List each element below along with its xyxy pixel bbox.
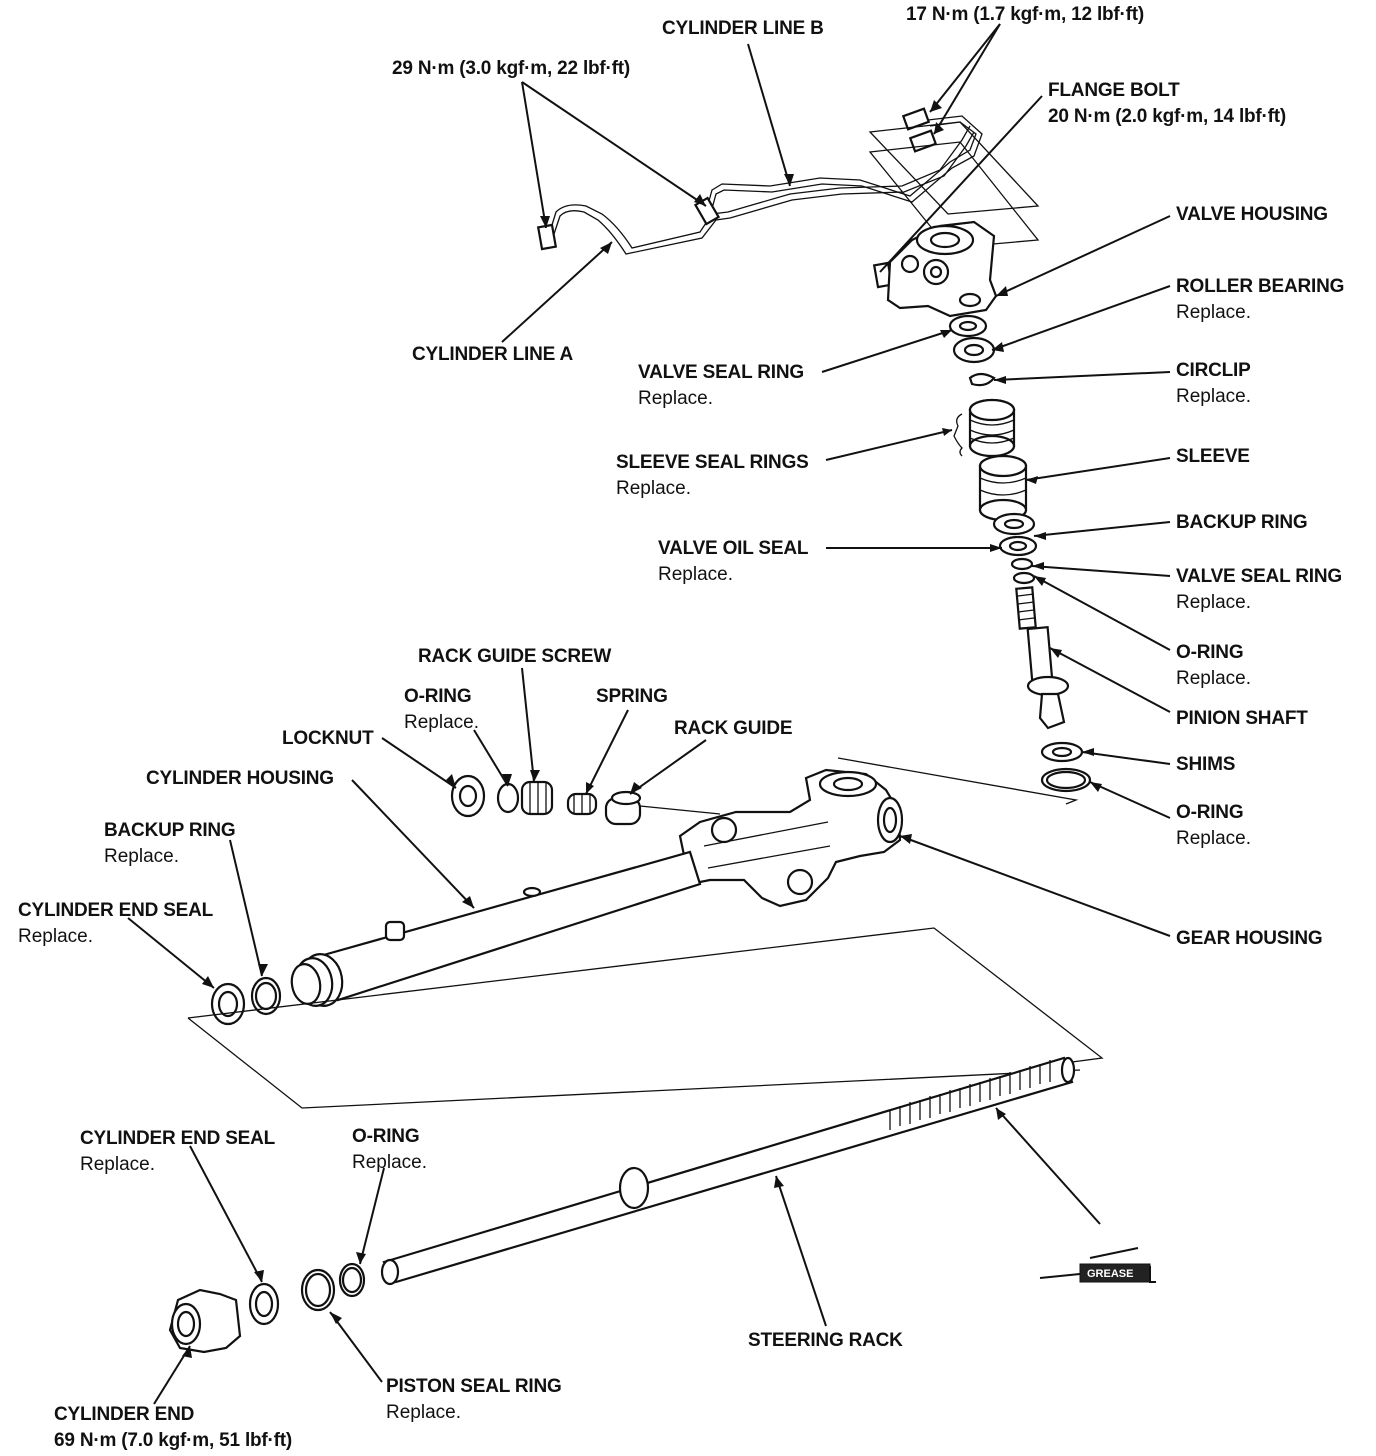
label-shims: SHIMS [1176, 754, 1236, 775]
label-roller-bearing: ROLLER BEARING Replace. [1176, 276, 1345, 323]
grease-symbol: GREASE [1039, 1247, 1156, 1283]
valve-housing-part [886, 220, 998, 318]
label-cylinder-end-seal-1: CYLINDER END SEAL Replace. [18, 900, 214, 947]
label-rack-guide: RACK GUIDE [674, 718, 793, 739]
rack-guide-assembly [450, 774, 721, 826]
label-o-ring-rack: O-RING Replace. [352, 1126, 427, 1173]
label-torque-29: 29 N·m (3.0 kgf·m, 22 lbf·ft) [392, 58, 631, 79]
label-valve-oil-seal: VALVE OIL SEAL Replace. [658, 538, 809, 585]
circlip-part [968, 372, 996, 387]
label-cylinder-end-seal-2: CYLINDER END SEAL Replace. [80, 1128, 276, 1175]
label-valve-seal-ring-2: VALVE SEAL RING Replace. [1176, 566, 1342, 613]
valve-plane-1 [868, 121, 1040, 215]
leader-lines [127, 23, 1171, 1405]
grease-text: GREASE [1087, 1268, 1133, 1280]
label-o-ring-pinion: O-RING Replace. [1176, 642, 1251, 689]
label-cylinder-line-b: CYLINDER LINE B [662, 18, 824, 39]
label-piston-seal-ring: PISTON SEAL RING Replace. [386, 1376, 562, 1423]
pinion-shaft-part [1015, 586, 1070, 730]
label-valve-seal-ring-1: VALVE SEAL RING Replace. [638, 362, 804, 409]
cylinder-end-part [168, 1288, 242, 1354]
label-o-ring-shims: O-RING Replace. [1176, 802, 1251, 849]
label-rack-guide-screw: RACK GUIDE SCREW [418, 646, 612, 667]
label-cylinder-end: CYLINDER END 69 N·m (7.0 kgf·m, 51 lbf·f… [54, 1404, 293, 1451]
label-valve-housing: VALVE HOUSING [1176, 204, 1328, 225]
gear-housing-part [678, 768, 904, 908]
valve-plane-2 [868, 141, 1040, 249]
label-backup-ring-2: BACKUP RING Replace. [104, 820, 236, 867]
sleeve-seal-rings-part [953, 398, 1016, 458]
label-sleeve-seal-rings: SLEEVE SEAL RINGS Replace. [616, 452, 809, 499]
label-sleeve: SLEEVE [1176, 446, 1250, 467]
label-torque-17: 17 N·m (1.7 kgf·m, 12 lbf·ft) [906, 4, 1145, 25]
label-o-ring-guide: O-RING Replace. [404, 686, 479, 733]
label-steering-rack: STEERING RACK [748, 1330, 903, 1351]
label-cylinder-housing: CYLINDER HOUSING [146, 768, 334, 789]
label-backup-ring-1: BACKUP RING [1176, 512, 1308, 533]
label-spring: SPRING [596, 686, 668, 707]
label-gear-housing: GEAR HOUSING [1176, 928, 1323, 949]
label-locknut: LOCKNUT [282, 728, 374, 749]
label-pinion-shaft: PINION SHAFT [1176, 708, 1308, 729]
label-flange-bolt: FLANGE BOLT 20 N·m (2.0 kgf·m, 14 lbf·ft… [1048, 80, 1287, 127]
steering-rack-part [380, 1056, 1076, 1286]
label-circlip: CIRCLIP Replace. [1176, 360, 1251, 407]
label-cylinder-line-a: CYLINDER LINE A [412, 344, 573, 365]
cylinder-housing-part [290, 850, 702, 1007]
sleeve-part [978, 454, 1028, 522]
arrowheads [182, 100, 1102, 1358]
